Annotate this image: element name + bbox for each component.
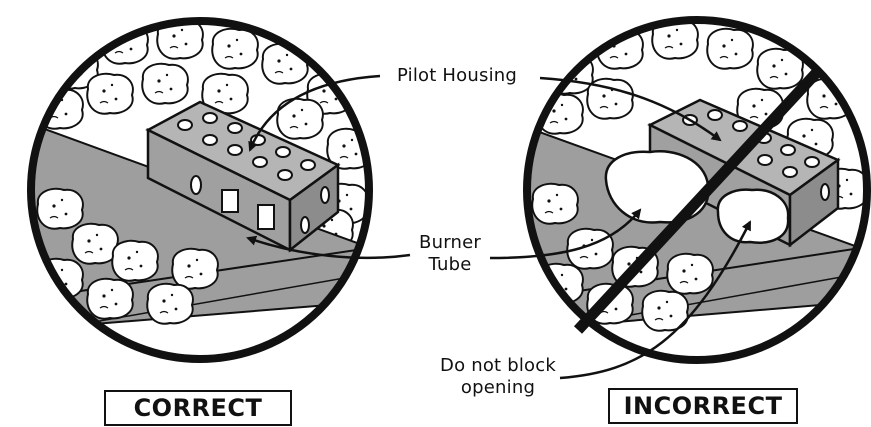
- pilot-housing-label: Pilot Housing: [396, 65, 518, 86]
- correct-circle-frame: [27, 17, 373, 363]
- incorrect-label: INCORRECT: [608, 388, 798, 424]
- arrow-pilot-housing-incorrect: [539, 76, 722, 142]
- burner-tube-label-line2: Tube: [428, 253, 472, 275]
- correct-illustration: [31, 21, 369, 359]
- do-not-block-label-line1: Do not block: [440, 355, 556, 376]
- incorrect-illustration: [527, 20, 867, 360]
- incorrect-circle-frame: [523, 16, 871, 364]
- arrow-do-not-block: [559, 220, 752, 380]
- arrow-pilot-housing-correct: [248, 74, 381, 152]
- arrow-burner-tube-incorrect: [489, 208, 642, 260]
- leader-arrows: [246, 74, 752, 380]
- do-not-block-label: Do not block opening: [428, 355, 568, 398]
- do-not-block-label-line2: opening: [460, 376, 536, 398]
- blocking-rocks: [604, 150, 790, 244]
- diagonal-slash-icon: [573, 66, 824, 334]
- burner-tube-label-line1: Burner: [419, 232, 481, 253]
- correct-label: CORRECT: [104, 390, 292, 426]
- burner-tube-label: Burner Tube: [410, 232, 490, 275]
- arrow-burner-tube-correct: [246, 235, 411, 260]
